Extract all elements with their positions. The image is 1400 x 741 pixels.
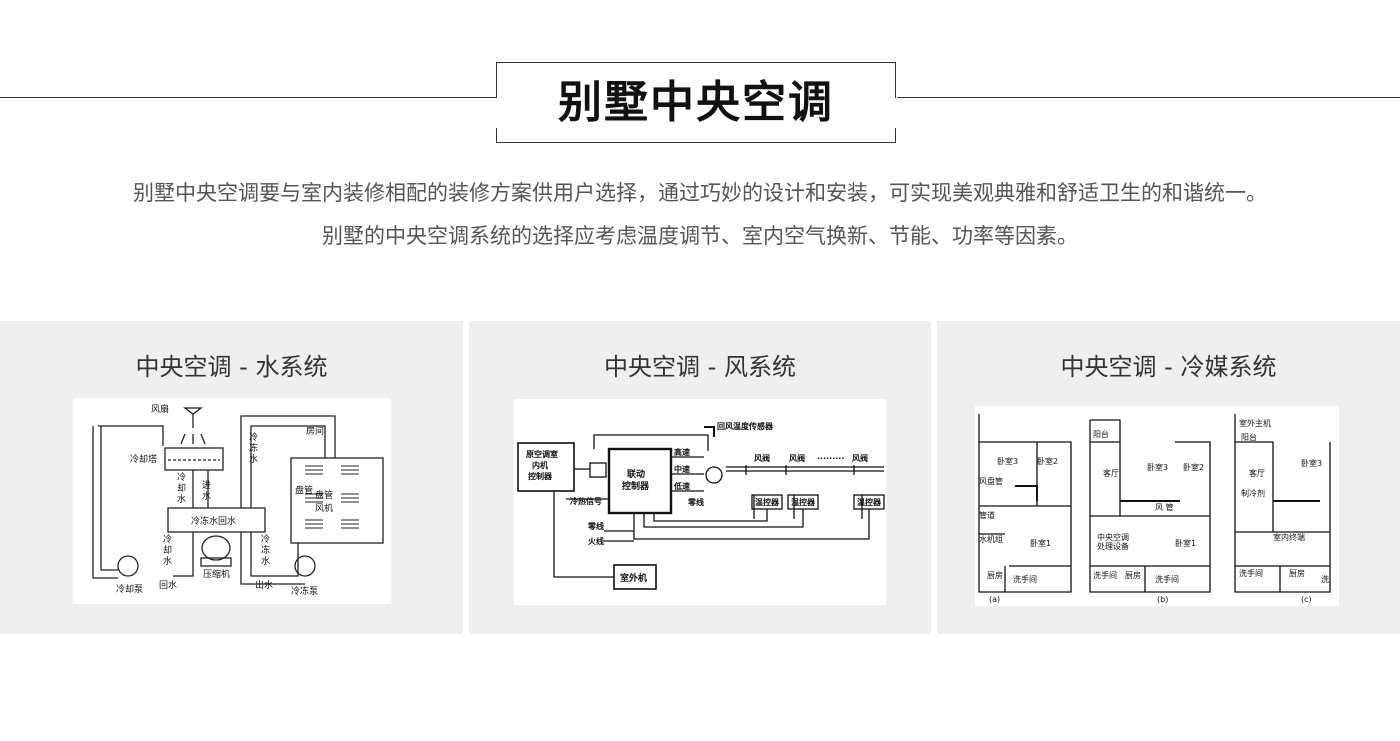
label-chill-pump: 冷冻泵 <box>291 585 318 597</box>
label-b-b2: 卧室2 <box>1183 462 1204 472</box>
label-ctrl-1: 原空调室 <box>526 449 558 459</box>
water-system-svg: 风扇 冷却塔 房间 冷 冻 水 冷 却 水 进 水 冷冻水回水 盘管 盘管 风机… <box>92 403 384 597</box>
label-b-cap: (b) <box>1157 595 1168 604</box>
label-rd-2: 冻 <box>261 544 270 556</box>
refrigerant-system-svg: 卧室3 卧室2 风盘管 管道 水机组 卧室1 厨房 洗手间 (a) 阳台 客厅 … <box>978 414 1331 604</box>
water-system-diagram: 风扇 冷却塔 房间 冷 冻 水 冷 却 水 进 水 冷冻水回水 盘管 盘管 风机… <box>73 398 391 604</box>
refrigerant-system-diagram: 卧室3 卧室2 风盘管 管道 水机组 卧室1 厨房 洗手间 (a) 阳台 客厅 … <box>975 406 1339 606</box>
label-a-b1: 卧室1 <box>1030 538 1051 548</box>
label-high: 高速 <box>674 447 690 457</box>
label-c-kitchen: 厨房 <box>1289 568 1305 578</box>
header-rule-left <box>0 97 497 98</box>
title-frame: 别墅中央空调 <box>496 62 896 143</box>
label-return-box: 冷冻水回水 <box>191 515 236 527</box>
label-b-hall: 客厅 <box>1103 468 1119 478</box>
label-a-kitchen: 厨房 <box>987 570 1003 580</box>
label-b-unit-2: 处理设备 <box>1097 541 1129 551</box>
label-in-2: 水 <box>202 490 211 502</box>
label-cool-pump: 冷却泵 <box>116 583 143 595</box>
intro-text: 别墅中央空调要与室内装修相配的装修方案供用户选择，通过巧妙的设计和安装，可实现美… <box>20 172 1380 258</box>
label-c-bal: 阳台 <box>1241 432 1257 442</box>
label-out-water: 出水 <box>255 579 273 591</box>
label-b-duct: 风 管 <box>1155 502 1174 512</box>
label-outdoor: 室外机 <box>620 572 647 584</box>
label-main-1: 联动 <box>627 468 645 480</box>
label-coil-3: 风机 <box>315 502 333 514</box>
label-lq-3: 水 <box>163 555 172 567</box>
label-tower: 冷却塔 <box>130 453 157 465</box>
label-c-hall: 客厅 <box>1249 468 1265 478</box>
label-b-unit-1: 中央空调 <box>1097 532 1129 542</box>
label-lq-2: 却 <box>163 545 172 556</box>
air-system-diagram: 回风温度传感器 原空调室 内机 控制器 联动 控制器 高速 中速 低速 风阀 风… <box>514 399 886 605</box>
label-b-bath-2: 洗手间 <box>1155 574 1179 584</box>
label-chill-2: 冻 <box>249 442 258 454</box>
label-cool-signal: 冷热信号 <box>570 496 602 506</box>
label-c-cap: (c) <box>1301 595 1312 604</box>
label-zero: 零线 <box>587 521 604 531</box>
label-c-term: 室内终端 <box>1273 532 1305 542</box>
header-rule-right <box>897 97 1400 98</box>
panel-title-air: 中央空调 - 风系统 <box>604 353 796 381</box>
label-c-b3: 卧室3 <box>1301 458 1322 468</box>
label-cool-2: 却 <box>177 483 186 494</box>
label-c-bath: 洗手间 <box>1239 568 1263 578</box>
label-coil-2: 盘管 <box>315 489 333 501</box>
label-fire: 火线 <box>588 536 604 546</box>
label-fan: 风扇 <box>151 403 169 415</box>
label-a-pipe: 管道 <box>979 510 995 520</box>
label-thermo-1: 温控器 <box>755 497 780 507</box>
label-a-b3: 卧室3 <box>997 456 1018 466</box>
label-rd-1: 冷 <box>261 533 270 545</box>
label-room: 房间 <box>306 425 324 437</box>
label-mid: 中速 <box>674 464 690 474</box>
label-cool-3: 水 <box>177 493 186 505</box>
label-b-kitchen: 厨房 <box>1125 570 1141 580</box>
label-in-1: 进 <box>202 480 211 491</box>
air-system-svg: 回风温度传感器 原空调室 内机 控制器 联动 控制器 高速 中速 低速 风阀 风… <box>517 421 885 590</box>
label-coil-1: 盘管 <box>295 484 313 496</box>
label-sensor: 回风温度传感器 <box>717 421 774 431</box>
label-a-coil: 风盘管 <box>979 476 1003 486</box>
label-valve-1: 风阀 <box>754 453 770 463</box>
panel-water-system: 中央空调 - 水系统 <box>0 321 463 634</box>
label-lq-1: 冷 <box>163 533 172 545</box>
page-title: 别墅中央空调 <box>558 77 834 128</box>
label-zero-2: 零线 <box>687 497 704 507</box>
panel-refrigerant-system: 中央空调 - 冷媒系统 卧室3 卧室2 风盘管 管道 水机组 卧室 <box>937 321 1400 634</box>
panel-title-water: 中央空调 - 水系统 <box>135 353 328 381</box>
intro-line-1: 别墅中央空调要与室内装修相配的装修方案供用户选择，通过巧妙的设计和安装，可实现美… <box>133 181 1267 205</box>
label-thermo-3: 温控器 <box>857 497 882 507</box>
label-b-b1: 卧室1 <box>1175 538 1196 548</box>
label-back-water: 回水 <box>159 579 177 591</box>
label-thermo-2: 温控器 <box>791 497 816 507</box>
label-dots: ········· <box>817 454 844 463</box>
label-b-bath: 洗手间 <box>1093 570 1117 580</box>
intro-line-2: 别墅的中央空调系统的选择应考虑温度调节、室内空气换新、节能、功率等因素。 <box>322 224 1078 248</box>
label-c-out: 室外主机 <box>1239 418 1271 428</box>
panel-air-system: 中央空调 - 风系统 <box>469 321 931 634</box>
label-a-unit: 水机组 <box>979 534 1003 544</box>
label-rd-3: 水 <box>261 555 270 567</box>
label-valve-2: 风阀 <box>789 453 805 463</box>
label-compressor: 压缩机 <box>203 568 230 580</box>
label-low: 低速 <box>673 481 690 491</box>
label-valve-4: 风阀 <box>852 453 868 463</box>
label-c-ref: 制冷剂 <box>1241 488 1265 498</box>
label-main-2: 控制器 <box>622 480 650 492</box>
label-a-bath: 洗手间 <box>1013 574 1037 584</box>
label-chill-3: 水 <box>249 453 258 465</box>
label-b-b3: 卧室3 <box>1147 462 1168 472</box>
label-a-cap: (a) <box>989 595 1000 604</box>
label-ctrl-2: 内机 <box>532 460 548 470</box>
label-ctrl-3: 控制器 <box>528 471 553 481</box>
label-a-b2: 卧室2 <box>1037 456 1058 466</box>
label-cool-1: 冷 <box>177 471 186 483</box>
label-c-x: 洗 <box>1321 574 1329 584</box>
panel-title-refrigerant: 中央空调 - 冷媒系统 <box>1060 353 1277 381</box>
label-b-bal: 阳台 <box>1093 429 1109 439</box>
label-chill-1: 冷 <box>249 431 258 443</box>
